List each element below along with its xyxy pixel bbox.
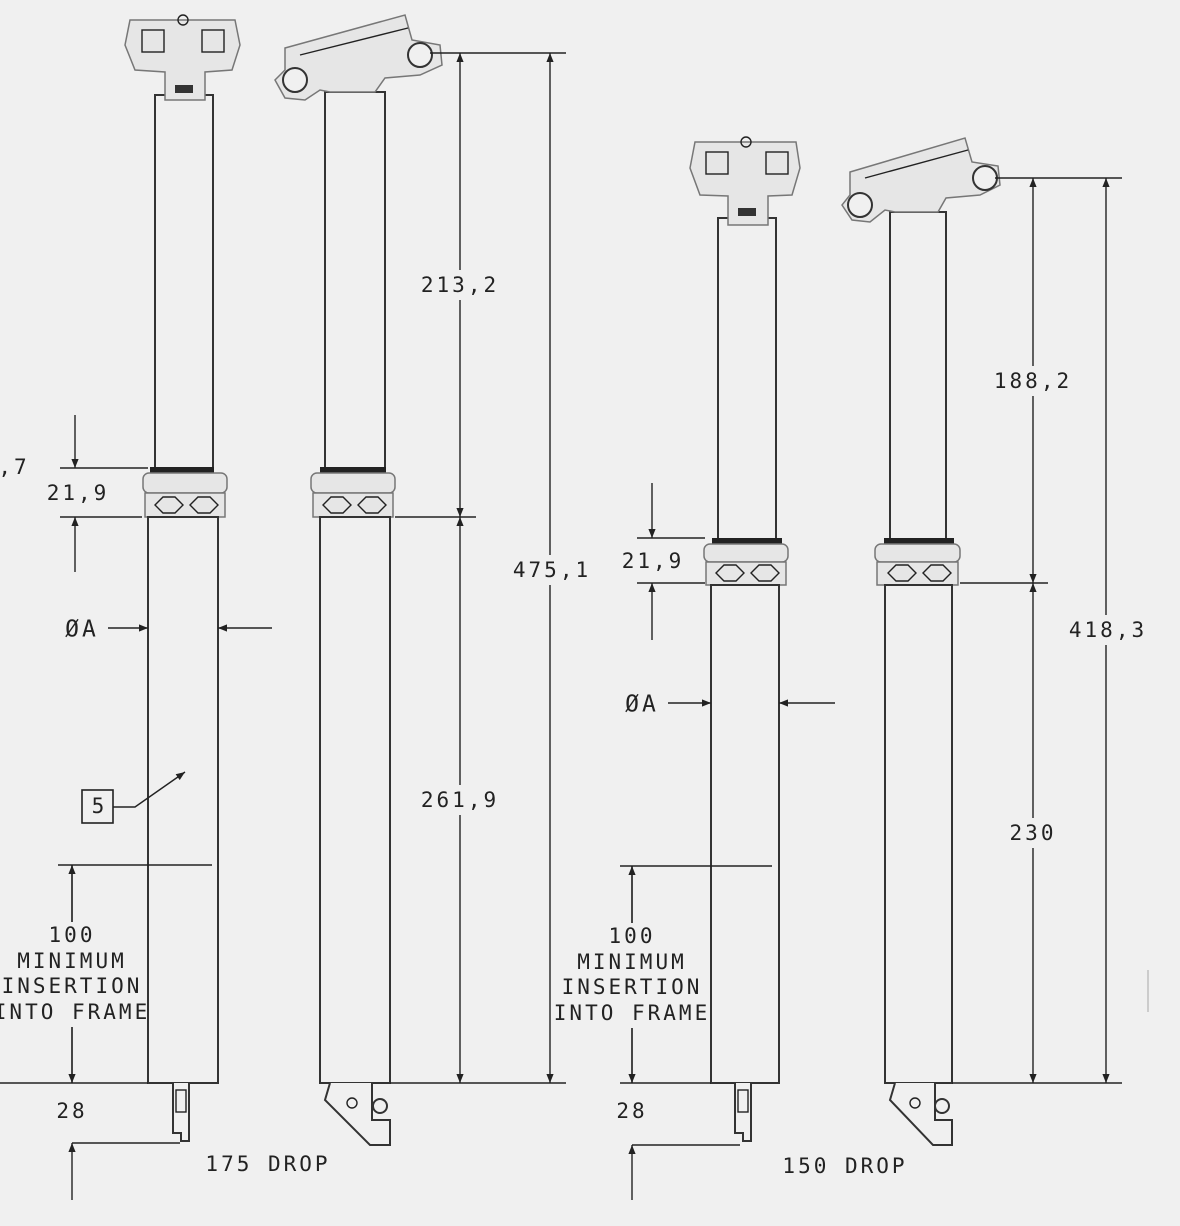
dimensions-175: 213,2 261,9 475,1 21,9 ,7 ØA 5 100 MINIM… <box>0 52 592 1200</box>
collar-side <box>874 538 961 586</box>
cable-bracket <box>888 1082 953 1146</box>
saddle-clamp-head-side <box>841 137 1001 223</box>
post-150-side-view <box>841 137 1001 1146</box>
saddle-clamp-head <box>124 14 241 101</box>
cable-bracket <box>323 1082 391 1146</box>
collar <box>703 538 789 586</box>
dim-lower-175: 261,9 <box>421 788 499 812</box>
dim-collar-175: 21,9 <box>47 481 110 505</box>
dim-upper-175: 213,2 <box>421 273 499 297</box>
diameter-label-175: ØA <box>65 617 99 643</box>
dim-bottom-175: 28 <box>56 1099 87 1123</box>
dim-total-175: 475,1 <box>513 558 591 582</box>
dim-bottom-150: 28 <box>616 1099 647 1123</box>
saddle-clamp-head <box>689 136 801 226</box>
collar <box>142 467 228 518</box>
dim-lower-150: 230 <box>1010 821 1057 845</box>
min-insertion-175-line4: INTO FRAME <box>0 1000 150 1024</box>
min-insertion-150-line1: 100 <box>609 924 656 948</box>
dimensions-150: 188,2 230 418,3 21,9 ØA 100 MINIMUM INSE… <box>554 177 1148 1200</box>
saddle-clamp-head-side <box>274 14 443 101</box>
min-insertion-150-line2: MINIMUM <box>577 950 687 974</box>
collar-side <box>310 467 396 518</box>
min-insertion-175-line2: MINIMUM <box>17 949 127 973</box>
min-insertion-150-line4: INTO FRAME <box>554 1001 710 1025</box>
dim-total-150: 418,3 <box>1069 618 1147 642</box>
min-insertion-150-line3: INSERTION <box>562 975 703 999</box>
partial-dim: ,7 <box>0 455 30 479</box>
dim-collar-150: 21,9 <box>622 549 685 573</box>
title-175-drop: 175 DROP <box>205 1152 330 1176</box>
post-150-front-view <box>689 136 801 1142</box>
min-insertion-175-line3: INSERTION <box>2 974 143 998</box>
dim-upper-150: 188,2 <box>994 369 1072 393</box>
title-150-drop: 150 DROP <box>782 1154 907 1178</box>
diameter-label-150: ØA <box>625 692 659 718</box>
post-175-side-view <box>274 14 443 1146</box>
post-175-front-view <box>124 14 241 1142</box>
callout-number: 5 <box>92 794 105 818</box>
min-insertion-175-line1: 100 <box>49 923 96 947</box>
